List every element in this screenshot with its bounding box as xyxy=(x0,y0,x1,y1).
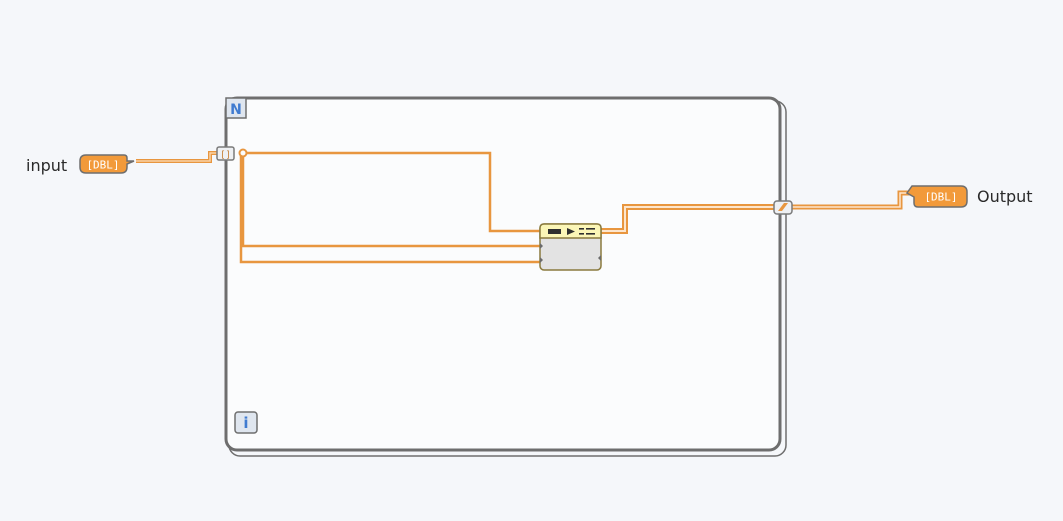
node-output-wire-inner xyxy=(601,206,776,232)
function-node[interactable] xyxy=(539,223,602,271)
input-terminal-type: [DBL] xyxy=(86,159,119,172)
wire-to-node-top xyxy=(243,151,541,233)
input-wire[interactable] xyxy=(136,151,218,163)
output-wire[interactable] xyxy=(790,190,913,210)
output-terminal-body xyxy=(905,185,968,208)
loop-iteration-box xyxy=(234,411,258,434)
inner-wires[interactable] xyxy=(238,148,542,264)
input-tunnel-glyph: [] xyxy=(220,151,231,161)
loop-count-box xyxy=(225,97,247,119)
output-terminal[interactable]: [DBL] xyxy=(905,185,968,208)
function-node-input-arrow-2 xyxy=(540,257,543,263)
loop-iteration-label: i xyxy=(243,414,248,432)
loop-count-label: N xyxy=(230,102,242,118)
output-tunnel-glyph xyxy=(778,203,788,211)
input-terminal-body xyxy=(79,154,135,174)
node-output-wire[interactable] xyxy=(601,204,776,234)
output-wire-outer xyxy=(790,190,913,210)
wire-to-node-middle xyxy=(241,153,541,248)
input-tunnel-box xyxy=(216,146,235,161)
function-node-input-arrow-1 xyxy=(540,243,543,249)
wire-junction-dot xyxy=(238,148,248,158)
input-wire-inner xyxy=(136,152,218,162)
for-loop-frame[interactable] xyxy=(224,96,782,452)
input-terminal[interactable]: [DBL] xyxy=(79,154,135,174)
output-tunnel[interactable] xyxy=(773,200,793,215)
function-node-output-arrow xyxy=(598,255,601,261)
function-node-bar-icon xyxy=(548,229,561,234)
output-terminal-type: [DBL] xyxy=(924,191,957,204)
loop-count-terminal[interactable]: N xyxy=(225,97,247,119)
input-tunnel[interactable]: [] xyxy=(216,146,235,161)
for-loop-structure[interactable] xyxy=(224,96,787,457)
loop-iteration-terminal[interactable]: i xyxy=(234,411,258,434)
input-wire-outer xyxy=(136,151,218,163)
input-label: input xyxy=(26,156,67,175)
function-node-list-icon xyxy=(579,228,595,235)
output-label: Output xyxy=(977,187,1033,206)
function-node-play-icon xyxy=(567,228,575,235)
